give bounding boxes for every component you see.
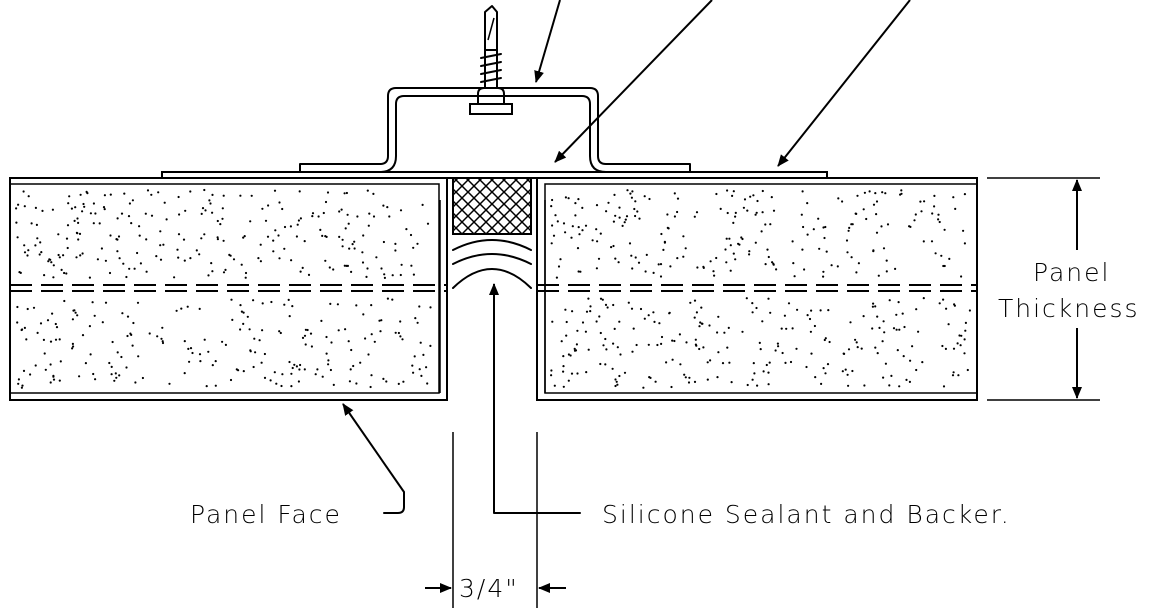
- panel-face-leader: [342, 403, 405, 514]
- right-panel-aggregate-texture: [550, 189, 972, 389]
- panel-face-label: Panel Face: [190, 500, 342, 529]
- hat-channel: [299, 87, 691, 173]
- right-panel: [536, 177, 978, 401]
- leader-hat-channel: [534, 0, 561, 83]
- self-drilling-screw: [469, 5, 513, 115]
- sealant-label: Silicone Sealant and Backer.: [602, 500, 1011, 529]
- panel-thickness-label-line1: Panel: [1033, 258, 1110, 287]
- leader-joint: [554, 0, 713, 163]
- leader-cover-plate: [777, 0, 911, 167]
- left-panel: [9, 177, 448, 401]
- panel-thickness-label-line2: Thickness: [998, 294, 1140, 323]
- joint-width-label: 3/4": [459, 574, 519, 603]
- cover-plate: [161, 171, 828, 179]
- left-panel-aggregate-texture: [15, 188, 432, 389]
- backer-rod-crosshatch: [452, 177, 532, 235]
- panel-thickness-dimension: [987, 177, 1100, 401]
- silicone-sealant: [452, 239, 532, 289]
- joint-width-dimension: [425, 432, 566, 608]
